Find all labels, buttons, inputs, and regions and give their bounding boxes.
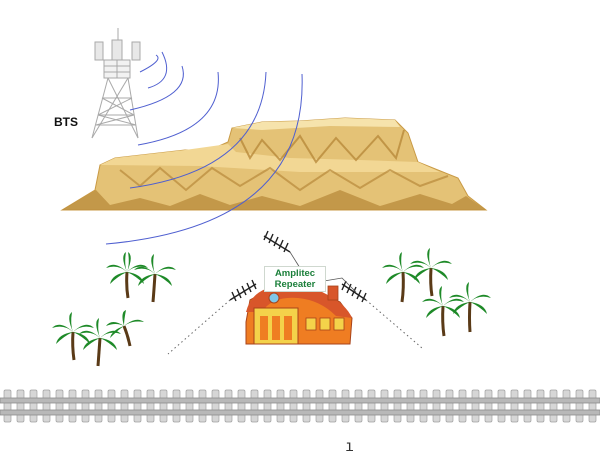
coverage-lines <box>167 299 423 355</box>
palm-tree-icon <box>52 312 94 361</box>
repeater-sign-line2: Repeater <box>274 279 316 290</box>
railway-tie <box>445 389 454 423</box>
railway-tie <box>497 389 506 423</box>
railway-tie <box>3 389 12 423</box>
railway-tie <box>380 389 389 423</box>
bts-label: BTS <box>54 115 78 129</box>
palm-tree-icon <box>106 310 144 347</box>
railway-tie <box>549 389 558 423</box>
railway-tie <box>159 389 168 423</box>
railway-tie <box>328 389 337 423</box>
antenna-feed-lines <box>289 251 357 293</box>
palm-tree-icon <box>382 252 424 303</box>
railway-tie <box>211 389 220 423</box>
railway-tie <box>536 389 545 423</box>
railway-tie <box>81 389 90 423</box>
palm-tree-icon <box>134 254 176 303</box>
railway-tie <box>588 389 597 423</box>
railway-tie <box>458 389 467 423</box>
railway-tie <box>393 389 402 423</box>
railway-tie <box>16 389 25 423</box>
text-cursor: ı <box>345 437 355 455</box>
railway-tie <box>29 389 38 423</box>
railway-tie <box>341 389 350 423</box>
railway-tie <box>94 389 103 423</box>
railway-tie <box>263 389 272 423</box>
antenna-icon <box>229 279 257 302</box>
railway-tie <box>302 389 311 423</box>
railway-tie <box>354 389 363 423</box>
railway-tie <box>367 389 376 423</box>
railway-tie <box>432 389 441 423</box>
railway-tie <box>237 389 246 423</box>
railway-tie <box>289 389 298 423</box>
railway-tie <box>406 389 415 423</box>
railway-tie <box>562 389 571 423</box>
railway-tie <box>419 389 428 423</box>
house-icon <box>245 285 353 345</box>
railway-tie <box>120 389 129 423</box>
railway-tie <box>55 389 64 423</box>
railway-tie <box>471 389 480 423</box>
railway-tie <box>315 389 324 423</box>
railway-tie <box>575 389 584 423</box>
cell-tower-icon <box>91 28 141 139</box>
railway-tie <box>133 389 142 423</box>
railway-track-icon <box>0 389 600 423</box>
palm-tree-icon <box>422 286 464 337</box>
railway-tie <box>42 389 51 423</box>
mesa-plateau <box>60 117 488 211</box>
railway-tie <box>146 389 155 423</box>
railway-tie <box>172 389 181 423</box>
railway-tie <box>224 389 233 423</box>
palm-tree-icon <box>106 252 148 299</box>
railway-tie <box>68 389 77 423</box>
repeater-sign-line1: Amplitec <box>274 268 316 279</box>
railway-tie <box>276 389 285 423</box>
railway-tie <box>107 389 116 423</box>
railway-tie <box>510 389 519 423</box>
railway-tie <box>198 389 207 423</box>
antenna-icon <box>263 230 291 253</box>
repeater-sign: Amplitec Repeater <box>264 266 326 292</box>
railway-tie <box>484 389 493 423</box>
palm-tree-icon <box>410 248 452 297</box>
signal-waves <box>105 51 303 245</box>
palm-tree-icon <box>79 318 121 367</box>
palm-tree-icon <box>449 282 491 333</box>
railway-tie <box>185 389 194 423</box>
railway-tie <box>250 389 259 423</box>
railway-tie <box>523 389 532 423</box>
antenna-icon <box>341 280 367 303</box>
